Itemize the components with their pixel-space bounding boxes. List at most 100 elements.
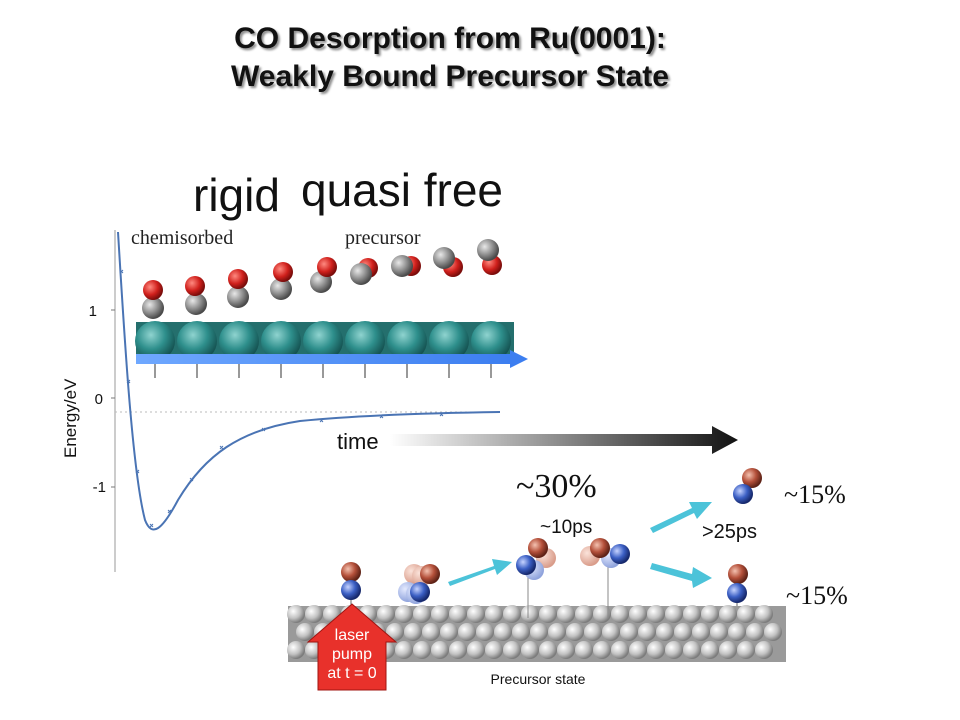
laser-pump-arrow: laser pump at t = 0 <box>306 603 398 691</box>
surface-atom <box>593 605 611 623</box>
surface-atom <box>692 623 710 641</box>
surface-atom <box>539 641 557 659</box>
y-tick-label-minus-1: -1 <box>93 479 106 496</box>
surface-atom <box>512 623 530 641</box>
surface-atom <box>557 641 575 659</box>
title-line-2: Weakly Bound Precursor State <box>231 59 669 93</box>
surface-atom <box>719 605 737 623</box>
surface-atom <box>629 605 647 623</box>
label-chemisorbed: chemisorbed <box>131 227 234 249</box>
surface-atom <box>386 623 404 641</box>
surface-atom <box>467 605 485 623</box>
surface-atom <box>458 623 476 641</box>
surface-atom <box>413 605 431 623</box>
surface-atom <box>467 641 485 659</box>
surface-atom <box>764 623 782 641</box>
surface-atom <box>503 641 521 659</box>
surface-atom <box>701 605 719 623</box>
surface-atom <box>647 605 665 623</box>
surface-atom <box>656 623 674 641</box>
slide-title: CO Desorption from Ru(0001): Weakly Boun… <box>150 20 750 95</box>
process-arrows <box>448 502 712 588</box>
surface-atom <box>683 605 701 623</box>
y-ticks <box>111 309 115 488</box>
surface-atom <box>287 605 305 623</box>
surface-atom <box>710 623 728 641</box>
surface-atom <box>674 623 692 641</box>
surface-atom <box>719 641 737 659</box>
surface-atom <box>611 605 629 623</box>
time-arrow: time <box>337 426 738 454</box>
curve-markers <box>119 269 444 528</box>
label-rigid: rigid <box>193 169 280 221</box>
precursor-state-caption: Precursor state <box>491 671 586 687</box>
surface-atom <box>683 641 701 659</box>
surface-atom <box>287 641 305 659</box>
laser-label-line2: pump <box>332 646 372 663</box>
time-label: time <box>337 429 379 454</box>
arrow-up-desorb <box>650 502 712 533</box>
surface-atom <box>431 605 449 623</box>
surface-atom <box>575 605 593 623</box>
laser-label-line1: laser <box>335 627 370 644</box>
label-precursor: precursor <box>345 227 421 249</box>
surface-atom <box>638 623 656 641</box>
surface-atom <box>521 641 539 659</box>
surface-atom <box>395 641 413 659</box>
surface-atom <box>647 641 665 659</box>
surface-atom <box>755 605 773 623</box>
surface-atom <box>746 623 764 641</box>
surface-atom <box>413 641 431 659</box>
co-departure-sequence <box>142 239 502 319</box>
y-tick-label-0: 0 <box>95 391 103 408</box>
surface-atom <box>296 623 314 641</box>
ru-surface <box>135 321 514 361</box>
surface-atom <box>584 623 602 641</box>
surface-atom <box>395 605 413 623</box>
time-10ps-label: ~10ps <box>540 517 592 538</box>
surface-atom <box>521 605 539 623</box>
surface-atom <box>503 605 521 623</box>
surface-atom <box>620 623 638 641</box>
surface-atom <box>305 605 323 623</box>
surface-atom <box>548 623 566 641</box>
y-axis-label: Energy/eV <box>61 378 80 458</box>
surface-atom <box>557 605 575 623</box>
surface-atom <box>377 605 395 623</box>
timeline-bar <box>136 350 528 378</box>
surface-atom <box>665 605 683 623</box>
y-tick-label-1: 1 <box>89 303 97 320</box>
surface-atom <box>485 641 503 659</box>
surface-atom <box>737 641 755 659</box>
surface-atom <box>440 623 458 641</box>
surface-atom <box>737 605 755 623</box>
surface-atom <box>485 605 503 623</box>
time-25ps-label: >25ps <box>702 521 757 543</box>
surface-atom <box>755 641 773 659</box>
surface-atom <box>629 641 647 659</box>
pct-30-label: ~30% <box>516 468 597 505</box>
surface-atom <box>593 641 611 659</box>
laser-label-line3: at t = 0 <box>327 665 376 682</box>
surface-atom <box>449 641 467 659</box>
surface-atom <box>701 641 719 659</box>
surface-atom <box>602 623 620 641</box>
energy-plot: 1 0 -1 Energy/eV <box>61 230 501 572</box>
surface-atom <box>404 623 422 641</box>
surface-atom <box>611 641 629 659</box>
surface-atom <box>449 605 467 623</box>
surface-atom <box>476 623 494 641</box>
surface-atom <box>665 641 683 659</box>
surface-atom <box>431 641 449 659</box>
co-molecules-process <box>341 468 762 618</box>
potential-curve <box>117 231 501 531</box>
title-line-1: CO Desorption from Ru(0001): <box>234 22 666 55</box>
arrow-to-precursor <box>448 559 512 586</box>
label-quasi-free: quasi free <box>301 164 504 216</box>
arrow-readsorb <box>650 563 712 588</box>
surface-atom <box>728 623 746 641</box>
pct-15-top-label: ~15% <box>784 480 846 509</box>
surface-atom <box>422 623 440 641</box>
surface-atom <box>539 605 557 623</box>
